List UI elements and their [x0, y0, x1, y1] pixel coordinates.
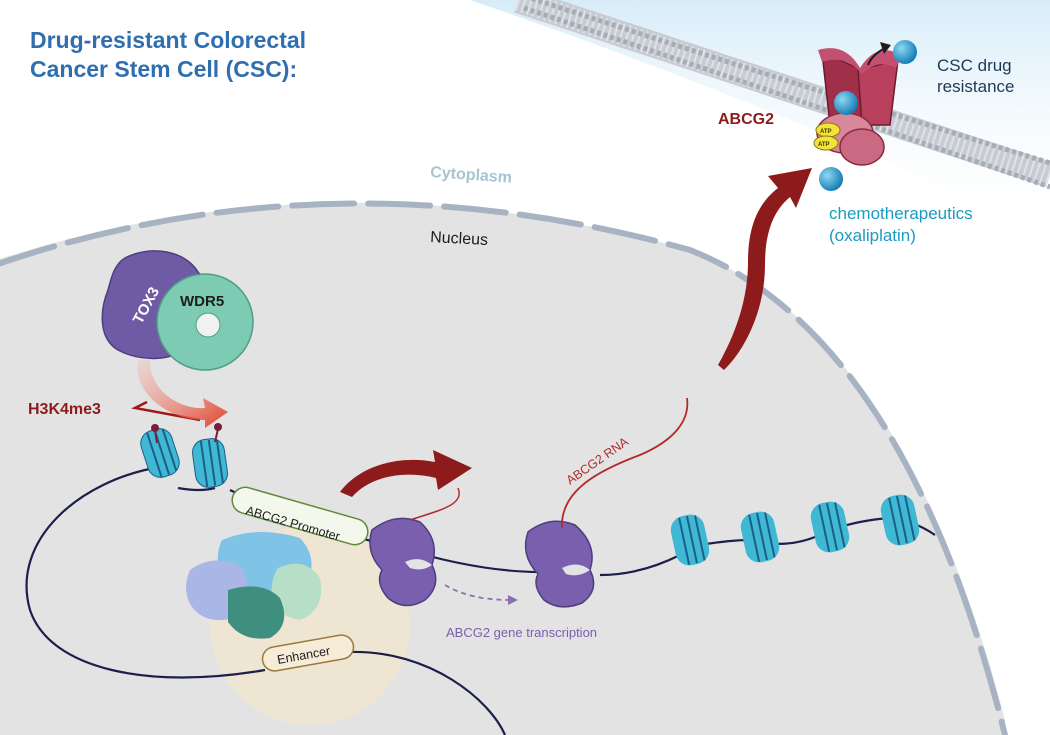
csc-resistance-label-line2: resistance [937, 77, 1014, 96]
nucleus-label: Nucleus [430, 229, 489, 249]
enhancer-protein-complex [186, 531, 322, 639]
diagram-title-line2: Cancer Stem Cell (CSC): [30, 56, 297, 82]
h3k4me3-mark [151, 423, 222, 444]
drug-molecule-inside-pump [834, 91, 858, 115]
atp-bubble [813, 135, 839, 151]
nucleosome [880, 494, 920, 546]
tox3-wdr5-arrow [137, 360, 228, 428]
chemotherapeutics-label-line1: chemotherapeutics [829, 204, 973, 223]
nucleosome [810, 501, 850, 553]
abcg2-label: ABCG2 [718, 111, 774, 128]
enhancer-box [261, 634, 355, 672]
drug-molecule-effluxed [893, 40, 917, 64]
nuclear-envelope [0, 200, 1008, 735]
chemotherapeutics-label-line2: (oxaliplatin) [829, 226, 916, 245]
nucleosome [140, 428, 180, 478]
rna-polymerase-cleft [562, 564, 590, 576]
nascent-rna [409, 487, 460, 521]
rna-polymerase-cleft [405, 559, 432, 570]
atp-label-1: ATP [820, 129, 832, 135]
efflux-arrow-head [880, 42, 891, 54]
rna-polymerase [524, 520, 595, 608]
wdr5-pore [195, 312, 221, 338]
export-arrow [718, 168, 812, 370]
abcg2-promoter-box [231, 486, 369, 546]
activation-arrow [340, 450, 472, 497]
csc-resistance-label-line1: CSC drug [937, 56, 1012, 75]
wdr5-label: WDR5 [180, 293, 224, 310]
nucleosome [670, 514, 710, 566]
diagram-title-line1: Drug-resistant Colorectal [30, 27, 306, 53]
atp-label-2: ATP [818, 142, 830, 148]
h3k4me3-pointer [131, 400, 201, 422]
rna-polymerase [369, 517, 437, 607]
nucleosome [740, 511, 780, 563]
nucleosome [191, 438, 229, 488]
h3k4me3-label: H3K4me3 [28, 401, 101, 418]
abcg2-transcription-label: ABCG2 gene transcription [446, 625, 597, 640]
cell-membrane [513, 0, 1050, 190]
transcription-arrow-head [508, 595, 518, 605]
drug-molecule-entering [819, 167, 843, 191]
abcg2-rna-strand [561, 397, 689, 529]
cytoplasm-label: Cytoplasm [430, 164, 513, 187]
transcription-arrow [444, 584, 511, 601]
